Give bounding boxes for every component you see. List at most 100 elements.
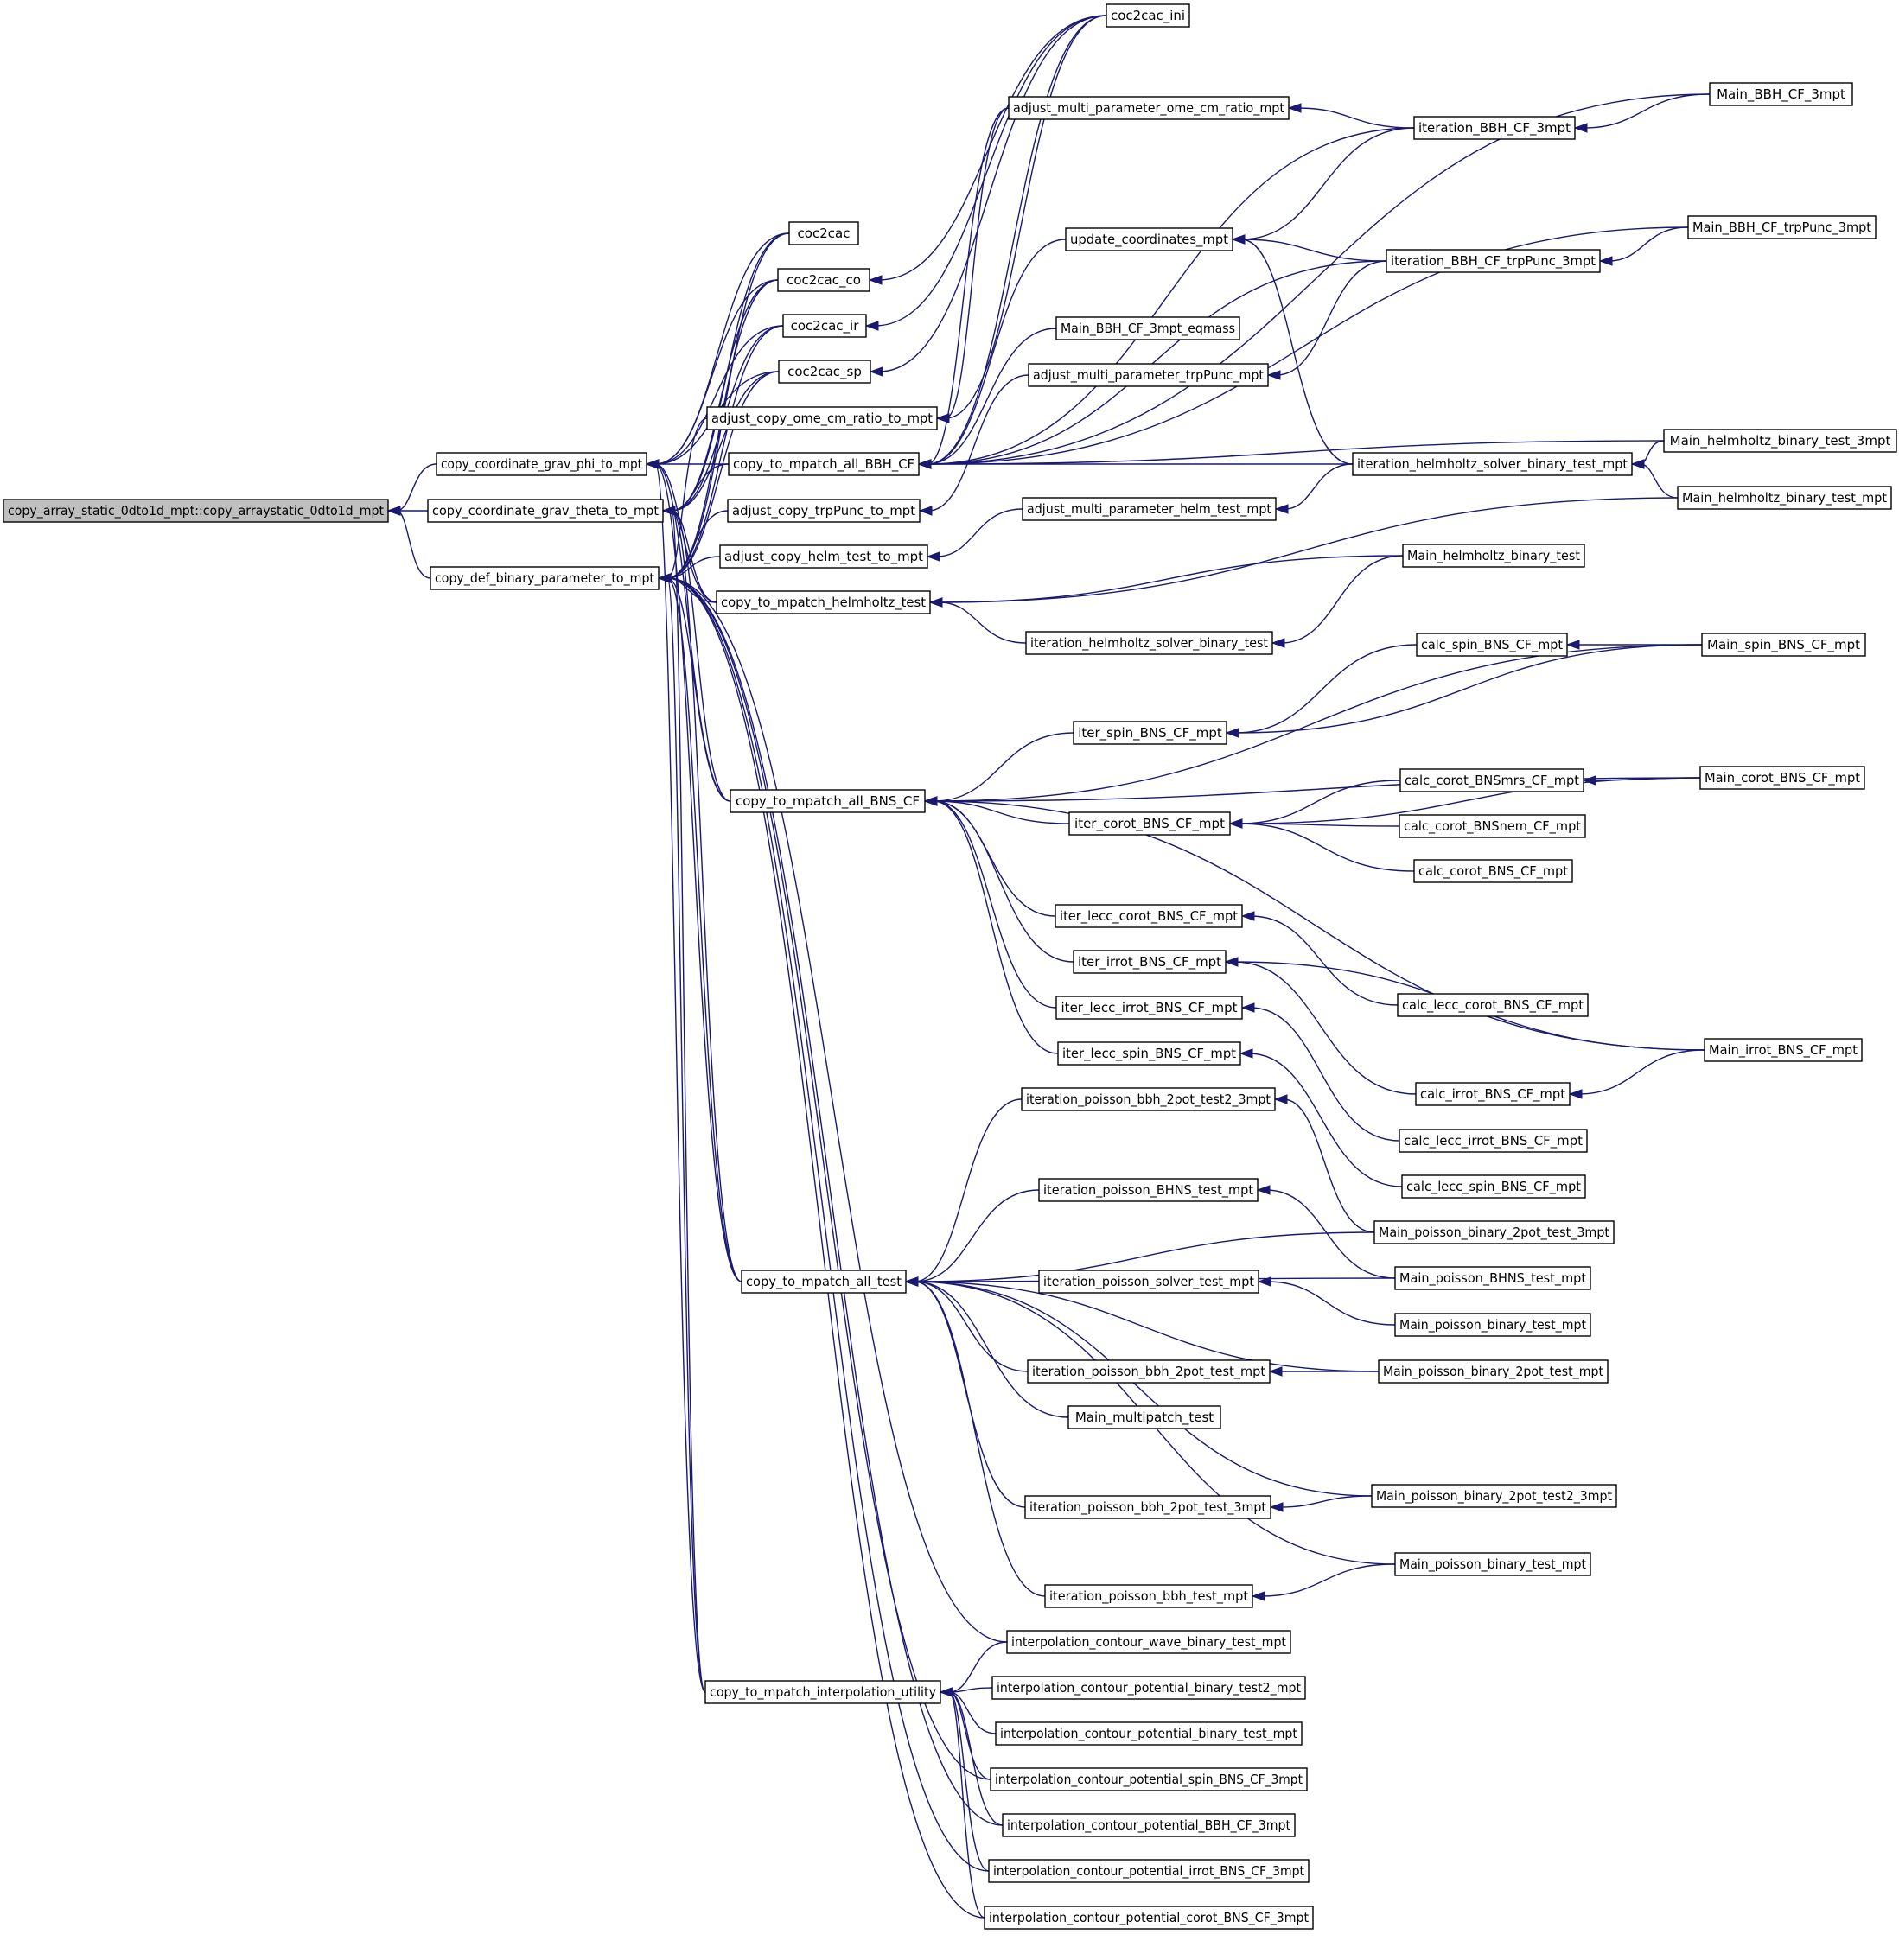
node-it_helm[interactable]: iteration_helmholtz_solver_binary_test <box>1025 631 1273 655</box>
node-mpa_test[interactable]: copy_to_mpatch_all_test <box>741 1270 907 1294</box>
node-calc_corot_mrs[interactable]: calc_corot_BNSmrs_CF_mpt <box>1399 768 1584 792</box>
node-box <box>1055 316 1240 340</box>
node-it_p2pt2_3[interactable]: iteration_poisson_bbh_2pot_test2_3mpt <box>1021 1087 1276 1111</box>
node-calc_spin[interactable]: calc_spin_BNS_CF_mpt <box>1416 633 1568 657</box>
node-main_helm[interactable]: Main_helmholtz_binary_test <box>1402 544 1585 568</box>
edge-coc2cac_ini-to-mpa_bbh <box>927 15 1107 465</box>
arrowhead <box>1224 957 1239 967</box>
edge-upd_coord-to-mpa_bbh <box>927 239 1067 465</box>
node-ic_bbh[interactable]: interpolation_contour_potential_BBH_CF_3… <box>1002 1813 1296 1837</box>
node-ic_spin[interactable]: interpolation_contour_potential_spin_BNS… <box>990 1767 1308 1791</box>
node-adj_trp[interactable]: adjust_copy_trpPunc_to_mpt <box>727 499 921 523</box>
node-mpa_bns[interactable]: copy_to_mpatch_all_BNS_CF <box>730 789 926 813</box>
node-box <box>1399 814 1586 838</box>
node-label: Main_poisson_binary_test_mpt <box>1399 1317 1586 1333</box>
node-coc2cac_ir[interactable]: coc2cac_ir <box>782 314 867 338</box>
node-box <box>1399 1129 1588 1153</box>
node-amp_trp[interactable]: adjust_multi_parameter_trpPunc_mpt <box>1028 363 1269 387</box>
node-mp_interp[interactable]: copy_to_mpatch_interpolation_utility <box>704 1680 941 1704</box>
node-main_p2p2_3[interactable]: Main_poisson_binary_2pot_test_3mpt <box>1373 1220 1615 1244</box>
node-ic_wave[interactable]: interpolation_contour_wave_binary_test_m… <box>1006 1630 1291 1654</box>
node-main_mp[interactable]: Main_multipatch_test <box>1067 1405 1221 1429</box>
arrowhead <box>1274 504 1289 514</box>
node-theta[interactable]: copy_coordinate_grav_theta_to_mpt <box>427 499 664 523</box>
node-calc_corot[interactable]: calc_corot_BNS_CF_mpt <box>1413 859 1573 883</box>
node-coc2cac_sp[interactable]: coc2cac_sp <box>778 360 871 384</box>
node-coc2cac_co[interactable]: coc2cac_co <box>777 268 870 292</box>
node-it_p2pt_3[interactable]: iteration_poisson_bbh_2pot_test_3mpt <box>1024 1495 1271 1519</box>
node-box <box>995 1721 1303 1746</box>
node-ic_corot[interactable]: interpolation_contour_potential_corot_BN… <box>984 1906 1314 1930</box>
node-it_helm_mpt[interactable]: iteration_helmholtz_solver_binary_test_m… <box>1352 452 1633 476</box>
edge-main_p2p2_3-to-mpa_test <box>914 1231 1375 1282</box>
node-main_pbin[interactable]: Main_poisson_binary_test_mpt <box>1394 1313 1591 1337</box>
node-iter_corot[interactable]: iter_corot_BNS_CF_mpt <box>1068 811 1231 836</box>
node-amp_helm[interactable]: adjust_multi_parameter_helm_test_mpt <box>1022 497 1277 521</box>
node-calc_irrot[interactable]: calc_irrot_BNS_CF_mpt <box>1415 1082 1571 1106</box>
arrowhead <box>1240 911 1255 921</box>
node-it_bbh3[interactable]: iteration_BBH_CF_3mpt <box>1413 116 1576 140</box>
edge-coc2cac_ini-to-adj_ome <box>945 15 1107 419</box>
node-it_bbh_trp[interactable]: iteration_BBH_CF_trpPunc_3mpt <box>1386 249 1601 273</box>
node-amp_ome[interactable]: adjust_multi_parameter_ome_cm_ratio_mpt <box>1008 96 1290 120</box>
node-main_p2p[interactable]: Main_poisson_binary_2pot_test_mpt <box>1378 1359 1609 1384</box>
node-box <box>1371 1484 1617 1508</box>
node-main_bbh_trp[interactable]: Main_BBH_CF_trpPunc_3mpt <box>1687 215 1877 239</box>
node-label: Main_helmholtz_binary_test_3mpt <box>1670 433 1891 449</box>
node-main_corot[interactable]: Main_corot_BNS_CF_mpt <box>1699 766 1865 790</box>
node-mp_helm[interactable]: copy_to_mpatch_helmholtz_test <box>716 590 931 614</box>
node-coc2cac_ini[interactable]: coc2cac_ini <box>1106 3 1190 28</box>
node-mpa_bbh[interactable]: copy_to_mpatch_all_BBH_CF <box>728 452 920 476</box>
node-box <box>427 499 664 523</box>
node-box <box>1055 904 1243 928</box>
node-main_bbh3[interactable]: Main_BBH_CF_3mpt <box>1709 82 1853 106</box>
edge-it_helm-to-mp_helm <box>938 601 1027 644</box>
node-adj_helm[interactable]: adjust_copy_helm_test_to_mpt <box>719 544 928 569</box>
node-iter_lecc_spin[interactable]: iter_lecc_spin_BNS_CF_mpt <box>1057 1041 1241 1066</box>
node-iter_spin[interactable]: iter_spin_BNS_CF_mpt <box>1073 721 1227 745</box>
node-upd_coord[interactable]: update_coordinates_mpt <box>1065 227 1233 251</box>
node-label: calc_lecc_irrot_BNS_CF_mpt <box>1404 1133 1583 1149</box>
node-coc2cac[interactable]: coc2cac <box>788 221 859 245</box>
node-main_bbh_eq[interactable]: Main_BBH_CF_3mpt_eqmass <box>1055 316 1240 340</box>
edge-ic_bbh-to-defbp <box>666 577 1004 1826</box>
node-main_helm3[interactable]: Main_helmholtz_binary_test_3mpt <box>1663 429 1897 453</box>
edge-layer <box>386 15 1711 1919</box>
node-main_pBHNS[interactable]: Main_poisson_BHNS_test_mpt <box>1394 1266 1591 1290</box>
node-main_pbin2[interactable]: Main_poisson_binary_test_mpt <box>1394 1552 1591 1576</box>
node-ic_irrot[interactable]: interpolation_contour_potential_irrot_BN… <box>988 1859 1310 1883</box>
node-calc_lecc_corot[interactable]: calc_lecc_corot_BNS_CF_mpt <box>1397 993 1589 1017</box>
edge-main_spin-to-iter_spin <box>1234 644 1703 734</box>
node-ic_pot[interactable]: interpolation_contour_potential_binary_t… <box>995 1721 1303 1746</box>
node-adj_ome[interactable]: adjust_copy_ome_cm_ratio_to_mpt <box>706 406 938 430</box>
node-layer: copy_array_static_0dto1d_mpt::copy_array… <box>3 3 1897 1930</box>
node-box <box>1413 859 1573 883</box>
node-iter_lecc_irrot[interactable]: iter_lecc_irrot_BNS_CF_mpt <box>1055 996 1243 1020</box>
node-it_pBHNS[interactable]: iteration_poisson_BHNS_test_mpt <box>1038 1178 1259 1202</box>
node-it_psolver[interactable]: iteration_poisson_solver_test_mpt <box>1038 1270 1259 1294</box>
arrowhead <box>918 506 933 516</box>
node-iter_irrot[interactable]: iter_irrot_BNS_CF_mpt <box>1073 950 1227 974</box>
node-calc_lecc_irrot[interactable]: calc_lecc_irrot_BNS_CF_mpt <box>1399 1129 1588 1153</box>
node-ic_pot2[interactable]: interpolation_contour_potential_binary_t… <box>991 1676 1306 1700</box>
node-label: copy_coordinate_grav_theta_to_mpt <box>432 503 659 519</box>
node-main_p2p2t2_3[interactable]: Main_poisson_binary_2pot_test2_3mpt <box>1371 1484 1617 1508</box>
node-phi[interactable]: copy_coordinate_grav_phi_to_mpt <box>436 452 647 476</box>
node-calc_lecc_spin[interactable]: calc_lecc_spin_BNS_CF_mpt <box>1401 1174 1586 1199</box>
edge-it_bbh_trp-to-upd_coord <box>1240 239 1387 262</box>
node-defbp[interactable]: copy_def_binary_parameter_to_mpt <box>430 566 660 590</box>
node-root[interactable]: copy_array_static_0dto1d_mpt::copy_array… <box>3 499 389 523</box>
node-box <box>991 1676 1306 1700</box>
edge-main_irrot-to-mpa_bns <box>933 800 1705 1051</box>
edge-ic_pot-to-mp_interp <box>948 1691 997 1734</box>
edge-coc2cac_co-to-phi <box>654 279 779 465</box>
node-calc_corot_nem[interactable]: calc_corot_BNSnem_CF_mpt <box>1399 814 1586 838</box>
edge-ic_spin-to-mp_interp <box>948 1691 991 1780</box>
node-iter_lecc_corot[interactable]: iter_lecc_corot_BNS_CF_mpt <box>1055 904 1243 928</box>
node-main_spin[interactable]: Main_spin_BNS_CF_mpt <box>1701 633 1866 657</box>
node-it_p2pt[interactable]: iteration_poisson_bbh_2pot_test_mpt <box>1027 1359 1271 1384</box>
node-main_helm_mpt[interactable]: Main_helmholtz_binary_test_mpt <box>1677 486 1892 510</box>
node-it_pbbh[interactable]: iteration_poisson_bbh_test_mpt <box>1044 1584 1253 1608</box>
node-main_irrot[interactable]: Main_irrot_BNS_CF_mpt <box>1704 1038 1863 1062</box>
arrowhead <box>1268 1366 1283 1377</box>
